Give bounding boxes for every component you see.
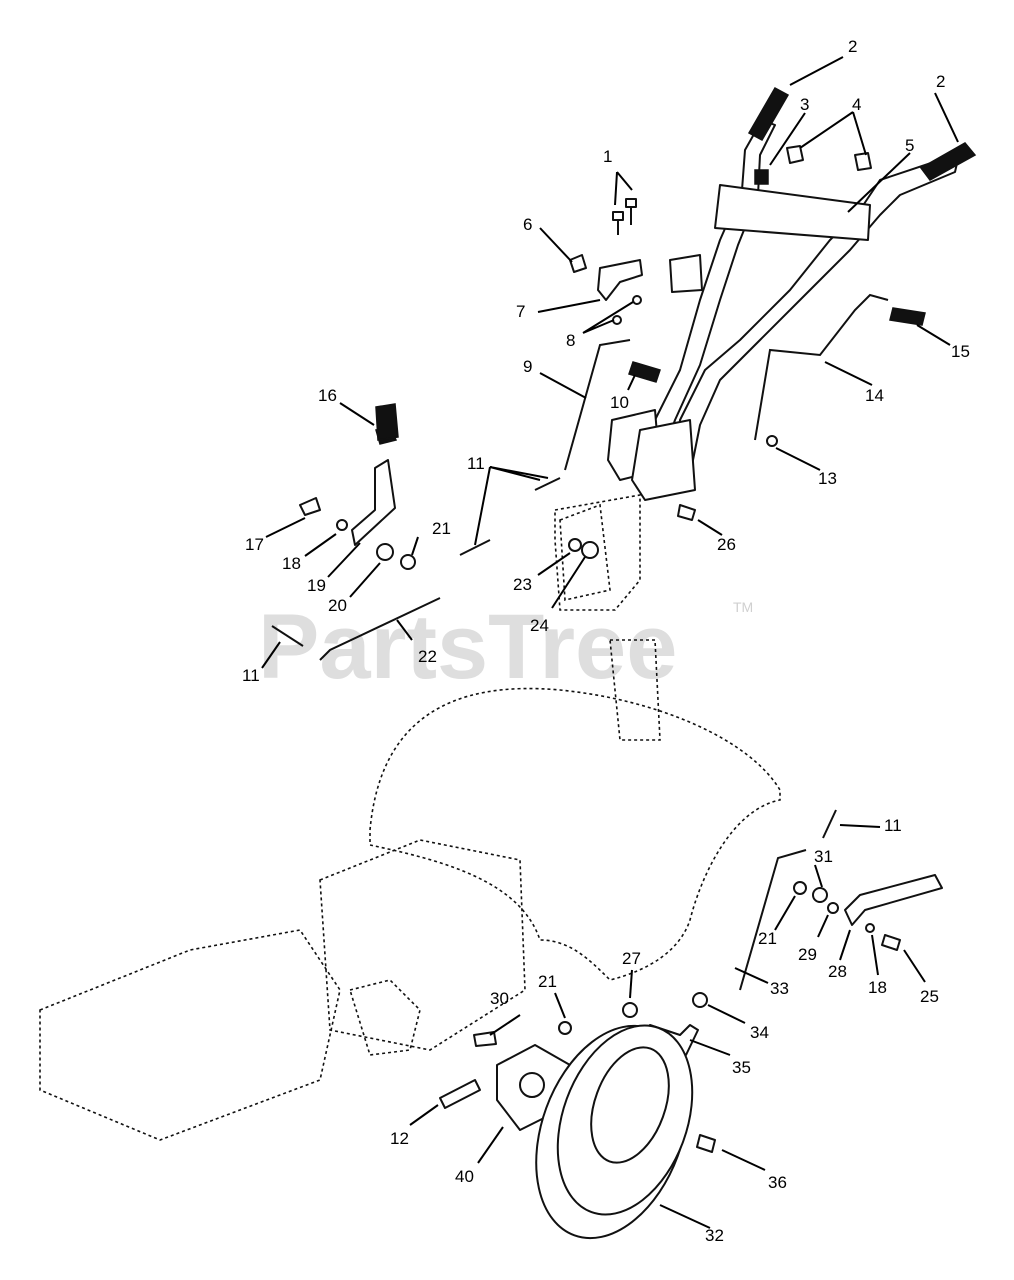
washer-29: [827, 902, 839, 914]
callout-20: 20: [328, 596, 347, 615]
callout-32: 32: [705, 1226, 724, 1245]
callout-33: 33: [770, 979, 789, 998]
callout-12: 12: [390, 1129, 409, 1148]
callout-8: 8: [566, 331, 575, 350]
chassis-left: [39, 929, 341, 1141]
pin-11c: [534, 477, 561, 491]
depth-lever: [299, 403, 416, 570]
callout-16: 16: [318, 386, 337, 405]
washer-13: [766, 435, 778, 447]
callout-36: 36: [768, 1173, 787, 1192]
callout-11c: 11: [884, 816, 902, 835]
callout-9: 9: [523, 357, 532, 376]
callout-2a: 2: [848, 37, 857, 56]
bracket-7: [569, 254, 643, 301]
wheel-32: [535, 1024, 694, 1240]
callout-24: 24: [530, 616, 549, 635]
bolt-12: [439, 1079, 481, 1109]
callout-23: 23: [513, 575, 532, 594]
callout-26: 26: [717, 535, 736, 554]
hub-flange: [348, 979, 421, 1056]
handlebar-assembly: [607, 119, 961, 501]
watermark-text: PartsTree: [258, 596, 677, 698]
callout-21b: 21: [538, 972, 557, 991]
callout-13: 13: [818, 469, 837, 488]
callout-14: 14: [865, 386, 884, 405]
callout-28: 28: [828, 962, 847, 981]
pin-11a: [271, 625, 304, 647]
callout-25: 25: [920, 987, 939, 1006]
callout-22: 22: [418, 647, 437, 666]
callout-11a: 11: [467, 454, 485, 473]
bolt-36: [696, 1134, 716, 1153]
watermark-trademark: TM: [733, 599, 753, 615]
callout-5: 5: [905, 136, 914, 155]
pin-11b: [459, 539, 491, 556]
callout-35: 35: [732, 1058, 751, 1077]
callout-17: 17: [245, 535, 264, 554]
grip-10: [628, 361, 661, 383]
rod-22: [319, 597, 441, 661]
mast: [609, 639, 661, 741]
shift-rod-14: [754, 293, 889, 441]
grip-left: [747, 86, 790, 142]
callout-15: 15: [951, 342, 970, 361]
callout-27: 27: [622, 949, 641, 968]
callout-labels: 1 2 2 3 4 5 6 7 8 9 10 11 11 11 12 13 14…: [242, 37, 970, 1245]
callout-18a: 18: [282, 554, 301, 573]
callout-21c: 21: [758, 929, 777, 948]
rod-9: [564, 339, 631, 471]
screws-1: [612, 198, 637, 235]
nut-21b: [558, 1021, 572, 1035]
nut-8b: [612, 315, 622, 325]
callout-2b: 2: [936, 72, 945, 91]
callout-19: 19: [307, 576, 326, 595]
pin-11d: [822, 809, 837, 839]
callout-40: 40: [455, 1167, 474, 1186]
callout-18b: 18: [868, 978, 887, 997]
nut-27: [622, 1002, 638, 1018]
knob-3: [754, 169, 769, 185]
hub-bore: [519, 1072, 545, 1098]
callout-30: 30: [490, 989, 509, 1008]
caps-4: [786, 145, 872, 171]
spacer-18b: [865, 923, 875, 933]
callout-29: 29: [798, 945, 817, 964]
callout-34: 34: [750, 1023, 769, 1042]
callout-10: 10: [610, 393, 629, 412]
callout-7: 7: [516, 302, 525, 321]
callout-21a: 21: [432, 519, 451, 538]
nut-34: [692, 992, 708, 1008]
leader-lines: [261, 56, 959, 1229]
transmission: [319, 839, 526, 1051]
callout-1: 1: [603, 147, 612, 166]
grip-15: [889, 307, 926, 326]
callout-6: 6: [523, 215, 532, 234]
bolt-26: [677, 504, 696, 521]
callout-4: 4: [852, 95, 861, 114]
washer-31: [812, 887, 828, 903]
callout-31: 31: [814, 847, 833, 866]
fender: [369, 687, 781, 981]
rod-33: [739, 849, 807, 991]
callout-11b: 11: [242, 666, 260, 685]
bolt-25: [881, 934, 901, 951]
grip-right: [919, 142, 977, 181]
callout-3: 3: [800, 95, 809, 114]
nut-21c: [793, 881, 807, 895]
wheel-lever: [844, 874, 943, 926]
nut-8a: [632, 295, 642, 305]
mount-bracket: [554, 494, 641, 611]
